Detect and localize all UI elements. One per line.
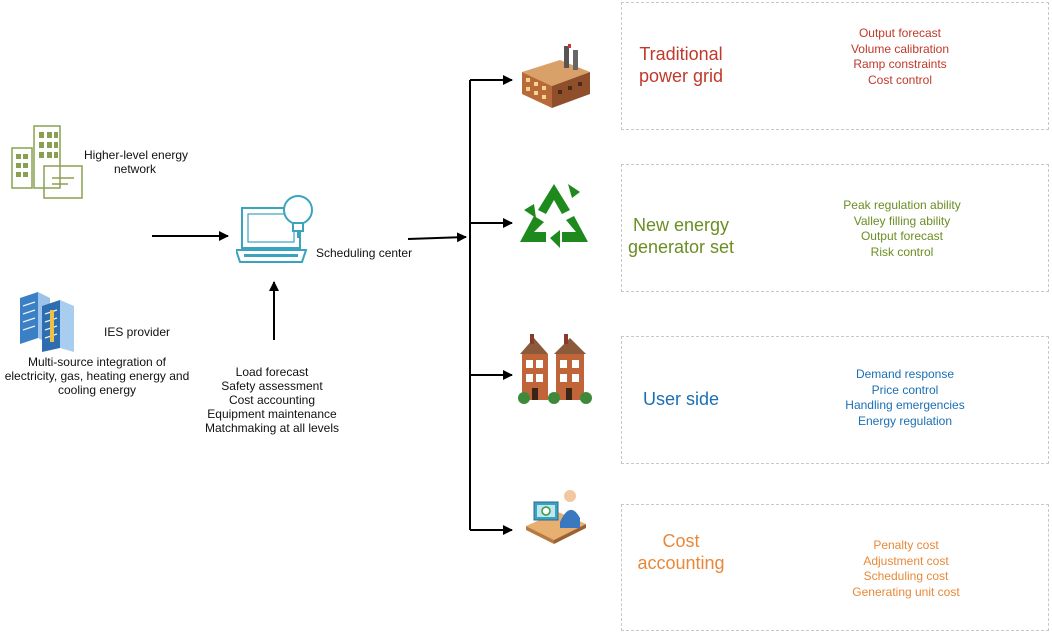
list-item: Valley filling ability	[853, 213, 951, 228]
accountant-icon	[526, 490, 586, 544]
new-energy-generator-list: Peak regulation ability Valley filling a…	[822, 198, 982, 260]
scheduling-computer-icon	[236, 195, 313, 263]
task-item: Cost accounting	[228, 393, 316, 407]
list-item: Penalty cost	[873, 538, 939, 552]
cost-accounting-list: Penalty cost Adjustment cost Scheduling …	[826, 538, 986, 600]
cost-accounting-box	[621, 504, 1049, 631]
user-side-box	[621, 336, 1049, 464]
scheduling-center-label: Scheduling center	[316, 246, 413, 260]
list-item: Peak regulation ability	[843, 198, 961, 212]
recycle-icon	[520, 184, 588, 248]
list-item: Demand response	[855, 367, 955, 381]
new-energy-generator-title: New energy generator set	[627, 215, 735, 257]
traditional-power-grid-list: Output forecast Volume calibration Ramp …	[820, 26, 980, 88]
user-side-title: User side	[642, 389, 720, 409]
list-item: Ramp constraints	[853, 57, 947, 71]
list-item: Risk control	[870, 244, 934, 259]
user-side-list: Demand response Price control Handling e…	[825, 367, 985, 429]
list-item: Generating unit cost	[852, 584, 960, 599]
multi-source-label: Multi-source integration of electricity,…	[4, 355, 190, 397]
arrow-center-to-trunk	[407, 232, 467, 243]
traditional-power-grid-title: Traditional power grid	[638, 44, 724, 86]
higher-level-network-label: Higher-level energy network	[84, 148, 189, 176]
list-item: Output forecast	[858, 26, 942, 40]
list-item: Energy regulation	[857, 413, 953, 428]
task-item: Safety assessment	[221, 379, 323, 393]
houses-icon	[518, 334, 592, 404]
task-item: Matchmaking at all levels	[204, 421, 340, 435]
list-item: Output forecast	[860, 229, 944, 243]
list-item: Price control	[871, 382, 939, 397]
factory-icon	[522, 44, 590, 108]
list-item: Volume calibration	[850, 41, 950, 56]
list-item: Adjustment cost	[863, 553, 949, 568]
center-task-list: Load forecast Safety assessment Cost acc…	[200, 365, 344, 435]
ies-provider-label: IES provider	[104, 325, 171, 339]
list-item: Scheduling cost	[863, 569, 949, 583]
list-item: Handling emergencies	[845, 398, 965, 412]
city-buildings-icon	[11, 125, 83, 199]
new-energy-generator-box	[621, 164, 1049, 292]
server-icon	[20, 292, 74, 352]
traditional-power-grid-box	[621, 2, 1049, 130]
task-item: Load forecast	[235, 365, 309, 379]
task-item: Equipment maintenance	[207, 407, 337, 421]
list-item: Cost control	[867, 72, 933, 87]
cost-accounting-title: Cost accounting	[637, 531, 725, 573]
